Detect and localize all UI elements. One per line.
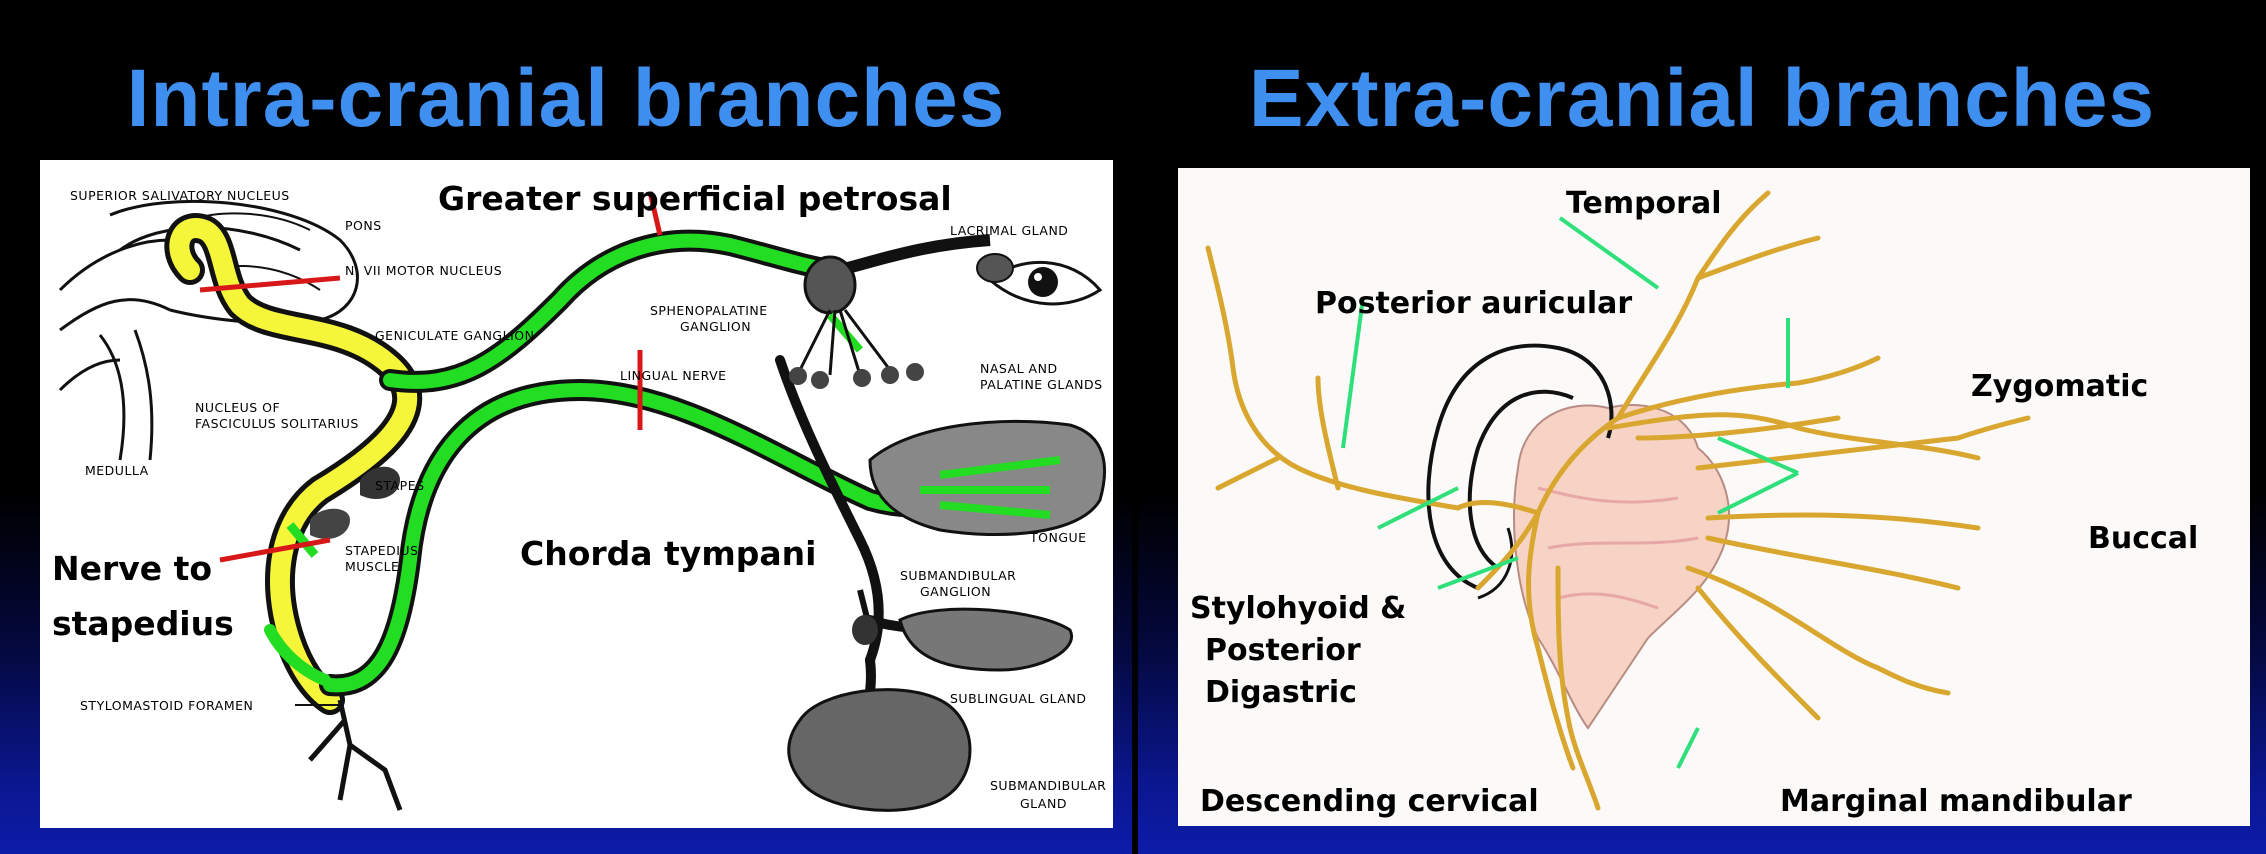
label-submandibular-gland-1: SUBMANDIBULAR [990,778,1106,793]
label-descending-cervical: Descending cervical [1200,784,1539,819]
label-stapedius-big: stapedius [52,604,234,643]
eye-illustration [976,253,1103,306]
extracranial-diagram: Temporal Posterior auricular Zygomatic B… [1178,168,2250,826]
extracranial-slide: Extra-cranial branches [1138,0,2266,854]
intracranial-diagram: SUPERIOR SALIVATORY NUCLEUS PONS N. VII … [40,160,1113,828]
label-submandibular-gland-2: GLAND [1020,796,1067,811]
sublingual-gland [898,607,1074,672]
right-labels: Temporal Posterior auricular Zygomatic B… [1190,186,2198,819]
label-lingual-nerve: LINGUAL NERVE [620,368,727,383]
label-stylohyoid-1: Stylohyoid & [1190,591,1406,626]
label-buccal: Buccal [2088,521,2198,556]
label-tongue: TONGUE [1029,530,1087,545]
label-stylohyoid-3: Digastric [1205,675,1357,710]
facial-nerve-branches [1205,190,2031,811]
extracranial-title: Extra-cranial branches [1248,53,2156,144]
label-sphenopalatine: SPHENOPALATINE [650,303,768,318]
label-pons: PONS [345,218,382,233]
label-stapedius: STAPEDIUS [345,543,418,558]
extracranial-diagram-svg: Temporal Posterior auricular Zygomatic B… [1190,186,2198,819]
label-fasciculus-solitarius: FASCICULUS SOLITARIUS [195,416,359,431]
label-medulla: MEDULLA [85,463,149,478]
label-stylomastoid-foramen: STYLOMASTOID FORAMEN [80,698,253,713]
label-sublingual-gland: SUBLINGUAL GLAND [950,691,1086,706]
intracranial-title: Intra-cranial branches [126,53,1006,144]
label-stapes: STAPES [375,478,425,493]
label-chorda-tympani: Chorda tympani [520,534,816,573]
red-leader-lines [199,191,663,563]
label-ganglion: GANGLION [680,319,751,334]
label-greater-superficial-petrosal: Greater superficial petrosal [438,179,952,218]
label-submandibular: SUBMANDIBULAR [900,568,1016,583]
sphenopalatine-ganglion [789,255,924,389]
slide-divider [1132,0,1138,854]
small-labels: SUPERIOR SALIVATORY NUCLEUS PONS N. VII … [70,188,1106,811]
label-stylohyoid-2: Posterior [1205,633,1361,668]
intracranial-diagram-svg: SUPERIOR SALIVATORY NUCLEUS PONS N. VII … [52,179,1107,812]
label-nerve-to: Nerve to [52,549,212,588]
intracranial-slide: Intra-cranial branches [0,0,1132,854]
label-submandibular-ganglion: GANGLION [920,584,991,599]
tongue-illustration [868,419,1107,537]
stylomastoid-branches [295,699,403,811]
label-nucleus-of: NUCLEUS OF [195,400,280,415]
label-marginal-mandibular: Marginal mandibular [1780,784,2132,819]
big-labels: Greater superficial petrosal Chorda tymp… [52,179,952,643]
label-palatine-glands: PALATINE GLANDS [980,377,1103,392]
label-zygomatic: Zygomatic [1971,369,2148,404]
label-geniculate-ganglion: GENICULATE GANGLION [375,328,534,343]
label-n-vii-motor-nucleus: N. VII MOTOR NUCLEUS [345,263,502,278]
label-superior-salivatory-nucleus: SUPERIOR SALIVATORY NUCLEUS [70,188,290,203]
label-lacrimal-gland: LACRIMAL GLAND [950,223,1068,238]
label-muscle: MUSCLE [345,559,399,574]
label-nasal-and: NASAL AND [980,361,1058,376]
submandibular-gland [787,688,972,812]
label-posterior-auricular: Posterior auricular [1315,286,1632,321]
stapes-illustration [286,466,400,558]
greater-superficial-petrosal-nerve [379,229,991,393]
ear-outline [1426,343,1614,600]
label-temporal: Temporal [1566,186,1722,221]
green-leader-lines [1341,216,1799,769]
submandibular-ganglion [852,589,878,645]
